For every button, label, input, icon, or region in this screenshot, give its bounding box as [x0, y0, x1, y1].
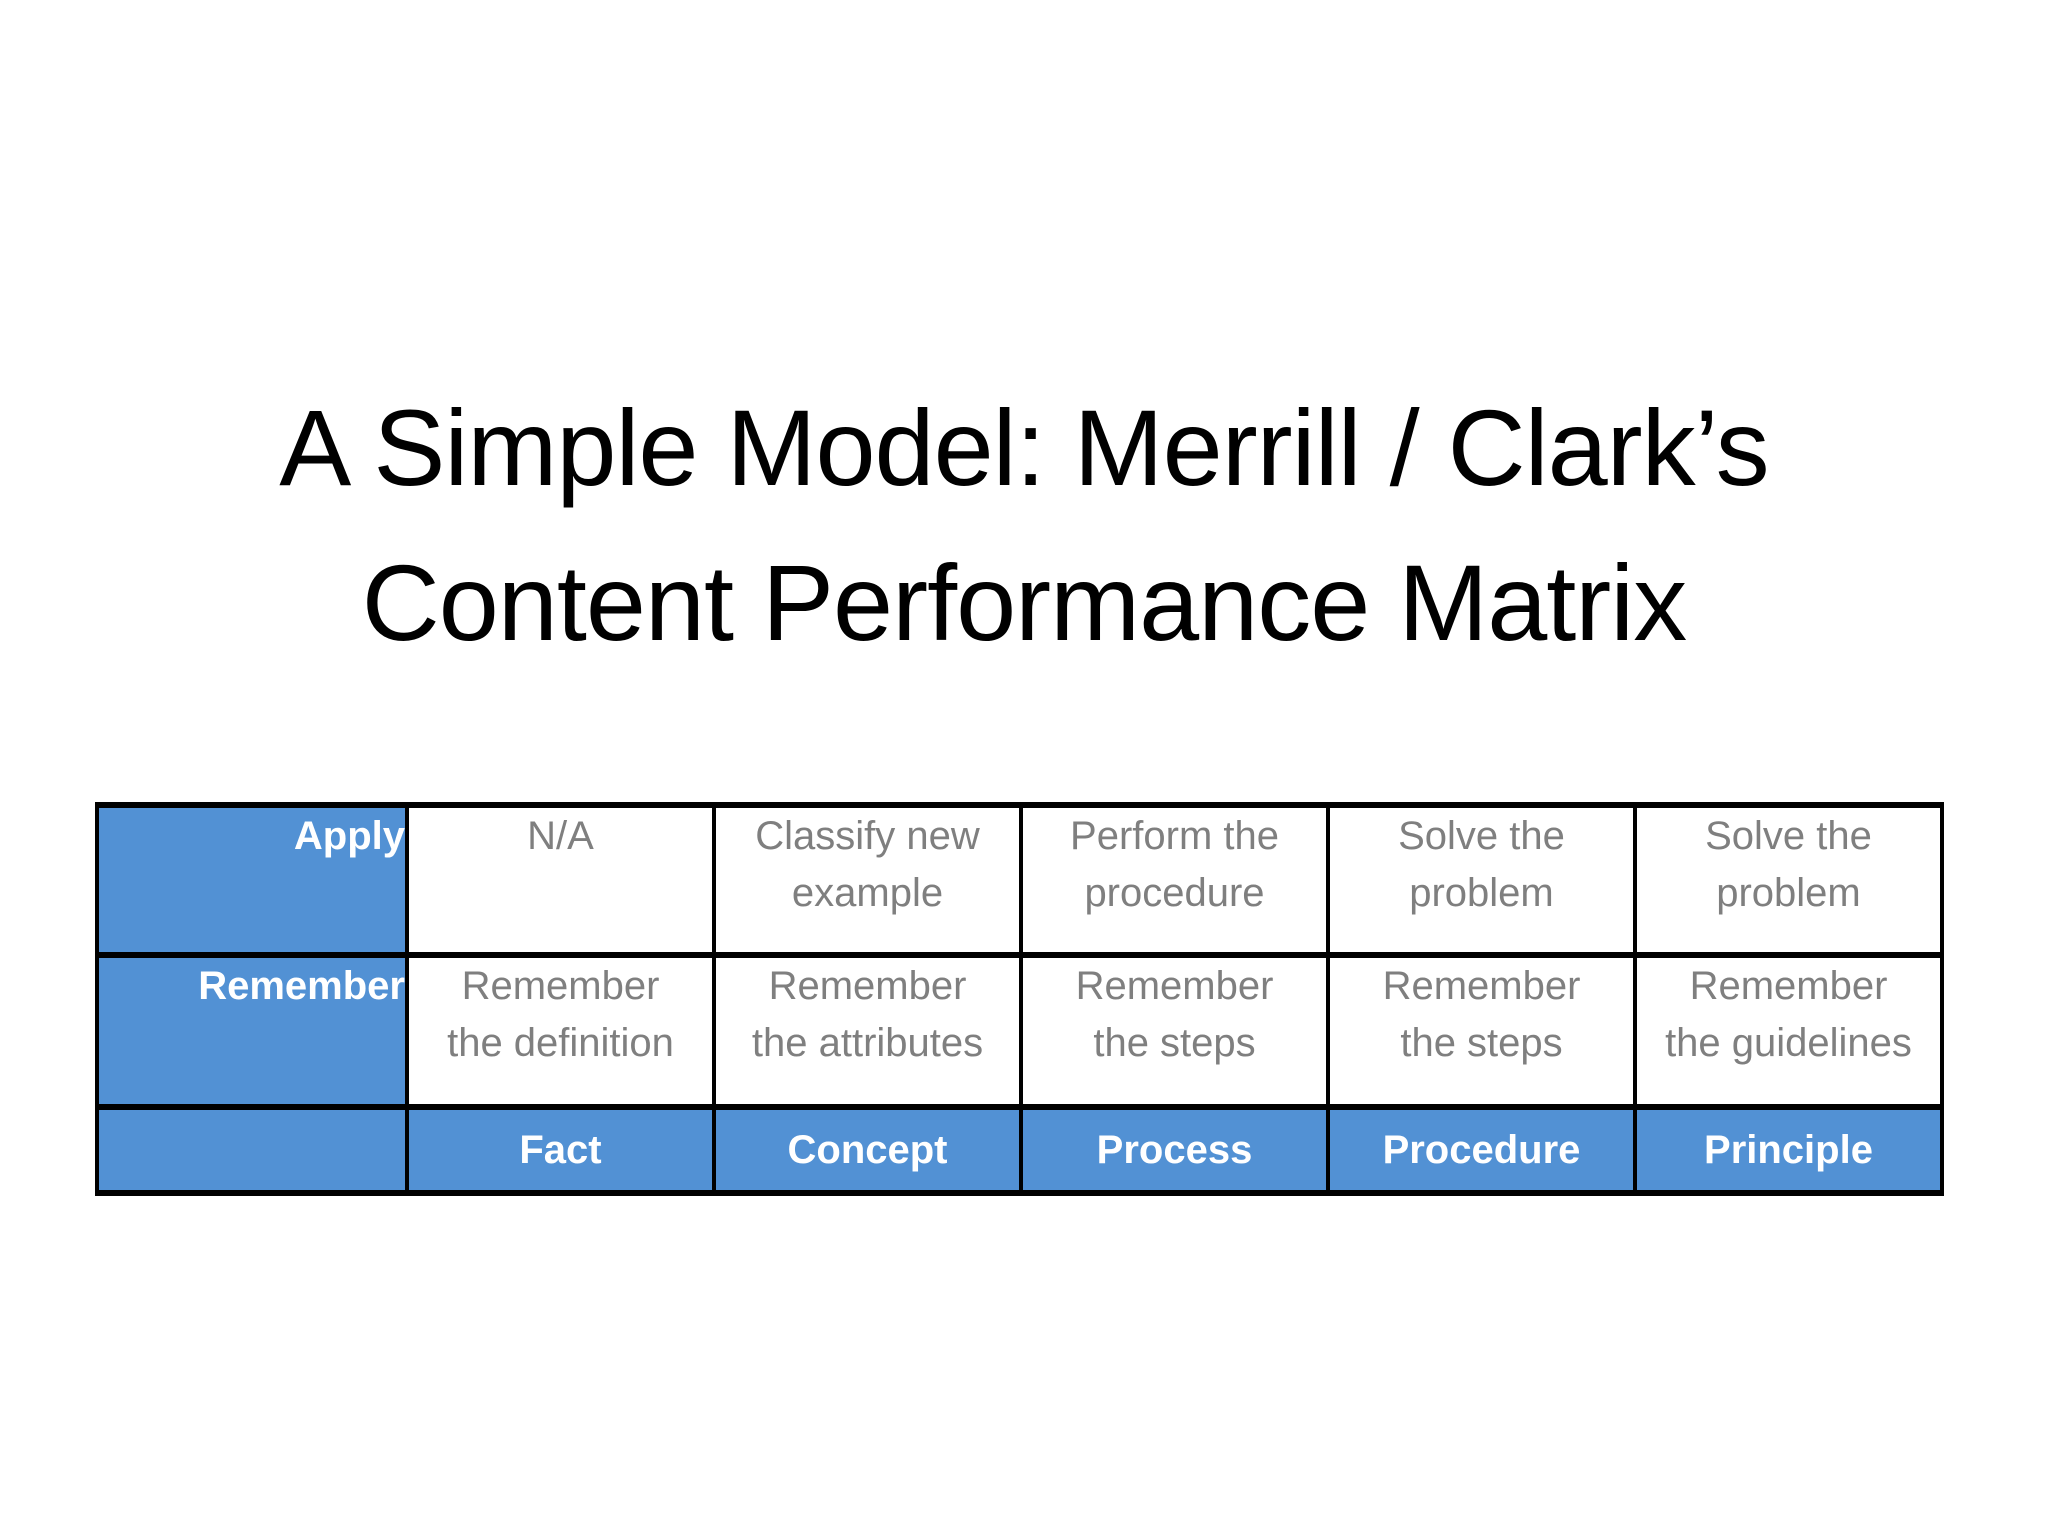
table-row-apply: Apply N/A Classify new example Perform t… [95, 802, 1944, 958]
column-footer-principle: Principle [1633, 1104, 1944, 1196]
row-header-remember: Remember [95, 952, 409, 1110]
cell-remember-fact: Remember the definition [405, 952, 716, 1110]
slide-title: A Simple Model: Merrill / Clark’s Conten… [0, 370, 2048, 680]
cell-apply-process: Perform the procedure [1019, 802, 1330, 958]
cell-remember-procedure: Remember the steps [1326, 952, 1637, 1110]
table-row-remember: Remember Remember the definition Remembe… [95, 952, 1944, 1110]
table-row-categories: Fact Concept Process Procedure Principle [95, 1104, 1944, 1196]
cell-apply-principle: Solve the problem [1633, 802, 1944, 958]
cell-remember-concept: Remember the attributes [712, 952, 1023, 1110]
cell-remember-process: Remember the steps [1019, 952, 1330, 1110]
cell-remember-principle: Remember the guidelines [1633, 952, 1944, 1110]
slide-title-line-1: A Simple Model: Merrill / Clark’s [279, 387, 1769, 508]
cell-apply-procedure: Solve the problem [1326, 802, 1637, 958]
column-footer-fact: Fact [405, 1104, 716, 1196]
column-footer-concept: Concept [712, 1104, 1023, 1196]
column-footer-procedure: Procedure [1326, 1104, 1637, 1196]
cell-apply-concept: Classify new example [712, 802, 1023, 958]
slide-title-line-2: Content Performance Matrix [361, 542, 1688, 663]
row-header-apply: Apply [95, 802, 409, 958]
column-footer-process: Process [1019, 1104, 1330, 1196]
content-performance-matrix-table: Apply N/A Classify new example Perform t… [95, 802, 1944, 1196]
corner-cell-empty [95, 1104, 409, 1196]
cell-apply-fact: N/A [405, 802, 716, 958]
